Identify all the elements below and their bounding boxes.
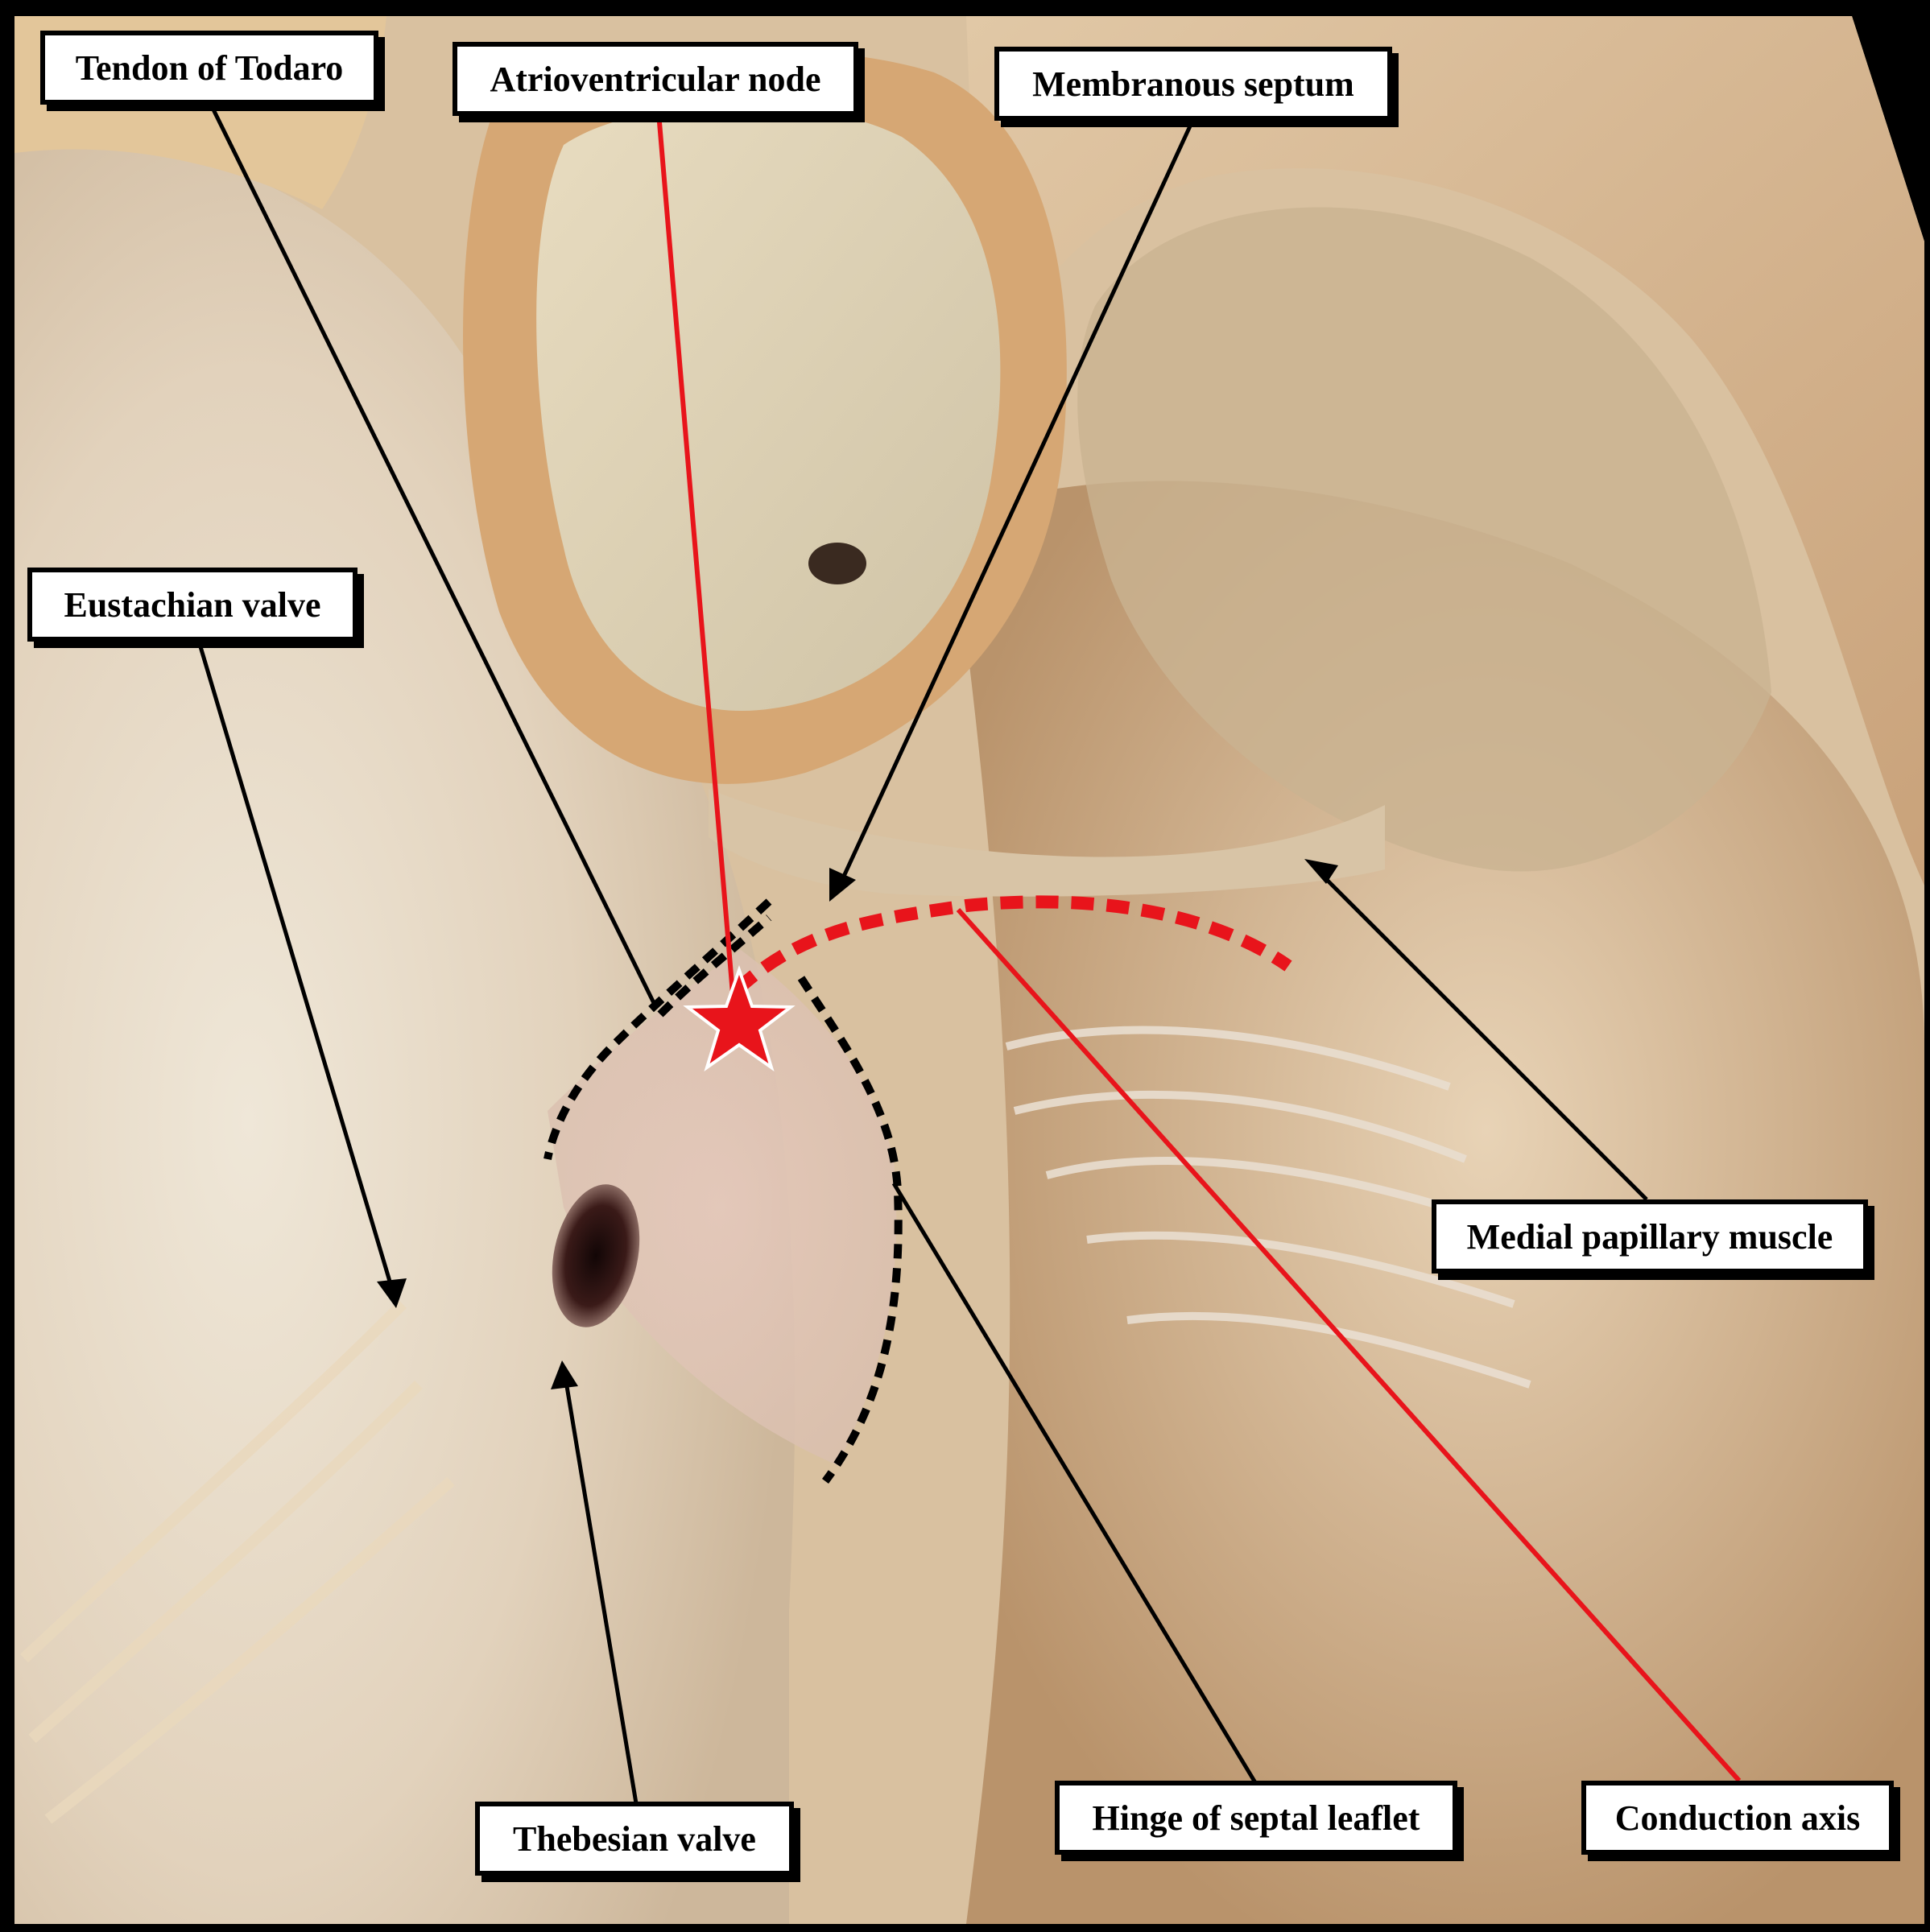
star-marker-icon [683, 965, 796, 1071]
leader-medial-papillary-muscle [1319, 872, 1648, 1201]
triangle-of-koch [548, 950, 897, 1465]
coronary-ostium [808, 543, 866, 584]
leader-membranous-septum [839, 118, 1196, 883]
leader-lines [195, 103, 1648, 1804]
arrowheads [377, 859, 1338, 1389]
tendinous-chords [1005, 1026, 1531, 1389]
hinge-dashed-line-right [797, 976, 903, 1484]
arrowhead-membranous-septum [829, 868, 856, 902]
label-membranous-septum: Membranous septum [994, 47, 1392, 121]
label-thebesian-valve: Thebesian valve [475, 1802, 794, 1876]
label-atrioventricular-node: Atrioventricular node [453, 42, 858, 116]
atrial-ridges [20, 1300, 455, 1824]
coronary-sinus-orifice [552, 1184, 640, 1327]
red-leader-lines [656, 112, 1742, 1783]
leader-thebesian-valve [563, 1376, 639, 1804]
arrowhead-thebesian-valve [551, 1360, 578, 1389]
tendon-dashed-line [657, 914, 772, 1018]
septal-crest [709, 789, 1385, 897]
label-conduction-axis: Conduction axis [1581, 1781, 1894, 1855]
label-hinge-of-septal-leaflet: Hinge of septal leaflet [1055, 1781, 1457, 1855]
right-ventricle-cavity [1077, 207, 1771, 872]
aortic-lumen [536, 104, 1001, 712]
conduction-axis-dashed [732, 895, 1292, 995]
leader-conduction-axis [956, 907, 1742, 1783]
leader-tendon-of-todaro [209, 103, 659, 1009]
label-tendon-of-todaro: Tendon of Todaro [40, 31, 378, 105]
arrowhead-eustachian-valve [377, 1278, 407, 1308]
leader-hinge-of-septal-leaflet [891, 1182, 1258, 1785]
leader-eustachian-valve [195, 635, 395, 1293]
leader-atrioventricular-node [656, 112, 735, 995]
hinge-dashed-line-left [543, 898, 772, 1160]
label-medial-papillary-muscle: Medial papillary muscle [1432, 1199, 1868, 1274]
myocardium-wall-upper-right [966, 16, 1924, 886]
label-eustachian-valve: Eustachian valve [27, 568, 357, 642]
arrowhead-medial-papillary-muscle [1304, 859, 1338, 884]
